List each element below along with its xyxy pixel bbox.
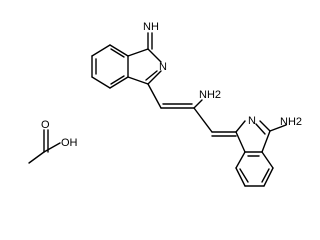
bond [261, 151, 274, 169]
bond [91, 76, 111, 89]
ring-nitrogen-bottom-label: N [248, 115, 256, 127]
bond [147, 48, 162, 63]
bond [193, 107, 213, 133]
bottom-isoindole [235, 120, 287, 187]
bond [147, 83, 162, 109]
bond [127, 48, 149, 57]
top-isoindole [91, 32, 162, 89]
bond [263, 167, 274, 187]
imine-nh-label: NH [143, 21, 159, 33]
bond [235, 151, 246, 169]
bond [269, 124, 287, 132]
double-bond [145, 70, 158, 81]
double-bond [255, 123, 266, 135]
bond [109, 44, 129, 57]
aromatic-double-bond [110, 48, 125, 58]
acid-hydroxyl-label: OH [61, 137, 78, 149]
acetic-acid [28, 129, 61, 164]
bond [43, 142, 61, 153]
bond [109, 76, 129, 89]
bond [127, 76, 149, 85]
bond [91, 44, 111, 57]
bond [193, 99, 203, 109]
chemical-structure-diagram: NH N NH2 N NH2 OH O [28, 21, 302, 187]
ring-nitrogen-top-label: N [159, 61, 167, 73]
bond [235, 131, 246, 153]
aromatic-double-bond [239, 168, 249, 183]
aromatic-double-bond [110, 75, 125, 85]
bond [261, 130, 271, 153]
structure-svg: NH N NH2 N NH2 OH O [28, 21, 302, 187]
bond [235, 120, 246, 133]
central-chain [147, 83, 237, 137]
chain-amine-label: NH2 [199, 89, 221, 101]
bond [147, 70, 162, 85]
amine-label: NH2 [280, 116, 302, 128]
aromatic-double-bond [261, 168, 270, 183]
bond [259, 120, 271, 132]
bond [28, 151, 45, 164]
acid-carbonyl-oxygen-label: O [41, 119, 50, 131]
bond [235, 167, 246, 187]
